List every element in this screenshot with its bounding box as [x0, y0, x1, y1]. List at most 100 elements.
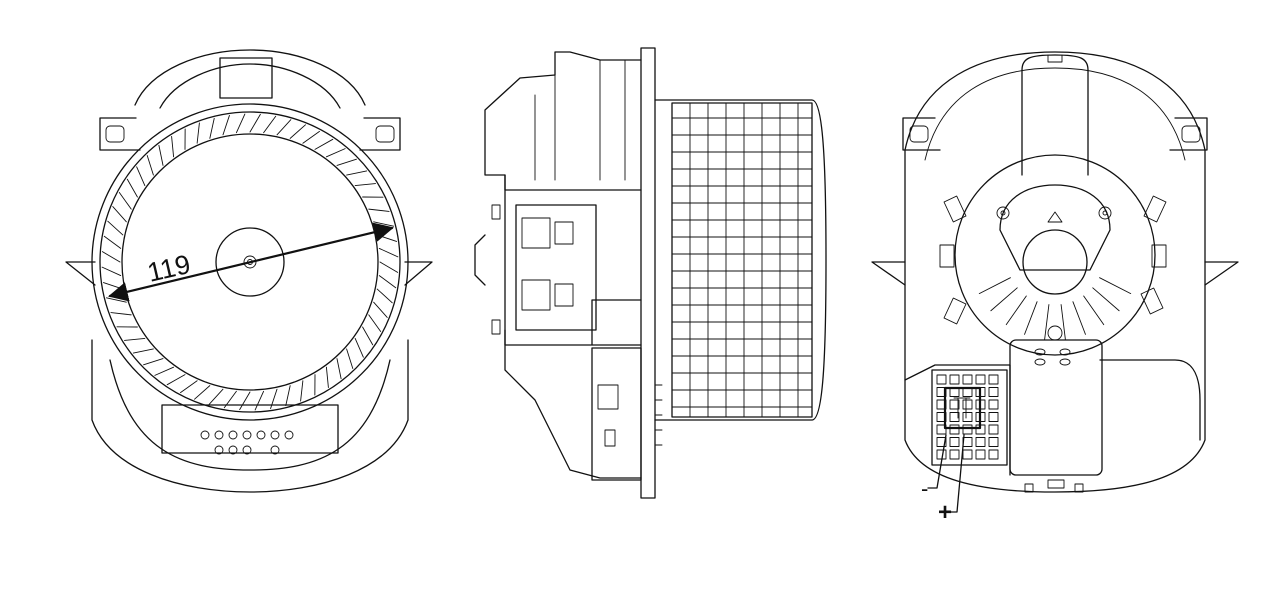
fan-blade	[143, 358, 164, 366]
fan-blade	[105, 297, 127, 303]
terminal-cell	[962, 437, 973, 447]
fan-blade	[208, 388, 224, 405]
front-right-ear-hole	[375, 125, 395, 143]
terminal-cell	[975, 374, 986, 385]
rear-lower-module	[904, 359, 1201, 476]
rear-terminal-plug	[943, 386, 982, 430]
terminal-cell	[988, 424, 999, 435]
front-top-tab	[219, 57, 273, 99]
side-housing-upper	[484, 51, 642, 191]
motor-rib	[1024, 301, 1038, 335]
front-left-ear	[99, 117, 141, 151]
fan-blade	[124, 337, 146, 341]
rear-motor-arm	[1021, 54, 1089, 176]
fan-blade	[222, 114, 230, 136]
dimension-line	[108, 222, 394, 302]
fan-blade	[376, 234, 398, 242]
fan-blade	[146, 155, 154, 176]
rear-housing-inner	[924, 67, 1186, 161]
front-housing-top-inner	[159, 63, 341, 109]
fan-blade	[302, 130, 320, 144]
fan-blade	[378, 275, 397, 289]
fan-blade	[289, 124, 306, 139]
terminal-plus-leader	[939, 434, 965, 513]
fan-blade	[171, 136, 175, 158]
rear-view: - +	[871, 51, 1239, 526]
terminal-cell	[988, 449, 999, 460]
motor-rib	[1099, 277, 1132, 295]
side-mid-block	[504, 174, 642, 346]
side-wheel-outline	[654, 99, 827, 421]
terminal-cell	[936, 424, 947, 435]
terminal-cell	[949, 424, 960, 435]
side-view	[474, 47, 827, 499]
motor-rib	[1005, 295, 1027, 326]
rear-terminal-grid	[936, 374, 999, 460]
dimension-label: 119	[145, 249, 194, 288]
fan-blade	[154, 366, 175, 376]
fan-blade	[378, 247, 399, 258]
terminal-cell	[949, 437, 960, 447]
fan-blade	[376, 288, 393, 304]
terminal-cell	[988, 374, 999, 385]
terminal-cell	[975, 449, 986, 460]
fan-blade	[132, 348, 154, 354]
fan-blade	[223, 390, 237, 409]
front-wheel-outer	[99, 111, 401, 413]
front-lower-body	[91, 339, 409, 493]
fan-blade	[285, 385, 291, 407]
fan-blade	[196, 122, 200, 144]
fan-blade	[354, 183, 376, 187]
front-right-ear	[359, 117, 401, 151]
rear-left-ear	[902, 117, 941, 151]
rear-motor-ribs	[978, 277, 1132, 340]
fan-blade	[263, 115, 277, 134]
front-outer-ring	[91, 103, 409, 421]
fan-blade	[270, 388, 278, 410]
fan-blade	[118, 192, 132, 210]
terminal-cell	[936, 437, 947, 447]
fan-blade	[235, 113, 246, 134]
terminal-minus-leader	[927, 434, 947, 489]
fan-blade	[103, 235, 122, 249]
motor-rib	[978, 277, 1011, 295]
rear-shaft-boss	[1022, 229, 1088, 295]
fan-blade	[373, 221, 395, 227]
terminal-cell	[988, 387, 999, 397]
fan-blade	[209, 117, 215, 139]
fan-blade	[101, 251, 121, 263]
front-lower-body-inner	[109, 359, 391, 471]
side-wheel-body	[671, 102, 813, 418]
fan-blade	[325, 366, 329, 388]
motor-rib	[990, 287, 1018, 312]
terminal-cell	[949, 374, 960, 385]
terminal-cell	[936, 374, 947, 385]
side-bottom-connector	[591, 347, 642, 481]
fan-blade	[300, 380, 304, 402]
terminal-cell	[962, 399, 973, 410]
terminal-cell	[975, 437, 986, 447]
fan-blade	[368, 314, 382, 332]
rear-right-ear	[1169, 117, 1208, 151]
motor-rib	[1072, 301, 1086, 335]
terminal-cell	[988, 412, 999, 422]
rear-disc-tabs	[939, 195, 1167, 325]
fan-blade	[102, 282, 124, 290]
terminal-cell	[949, 449, 960, 460]
motor-rib	[1083, 295, 1105, 326]
side-housing-upper-inner	[534, 59, 626, 181]
fan-blade	[166, 374, 186, 386]
fan-blade	[101, 266, 122, 277]
rear-arrow-mark	[1047, 211, 1063, 223]
rear-arm-cap	[999, 184, 1111, 271]
side-connector-block	[515, 204, 597, 331]
fan-blade	[379, 261, 399, 273]
front-left-ear-hole	[105, 125, 125, 143]
fan-blade	[346, 170, 368, 176]
terminal-cell	[962, 449, 973, 460]
front-vent-holes	[200, 430, 294, 455]
fan-blade	[368, 208, 390, 212]
fan-blade	[180, 380, 198, 394]
rear-connector-cover	[1009, 339, 1103, 476]
